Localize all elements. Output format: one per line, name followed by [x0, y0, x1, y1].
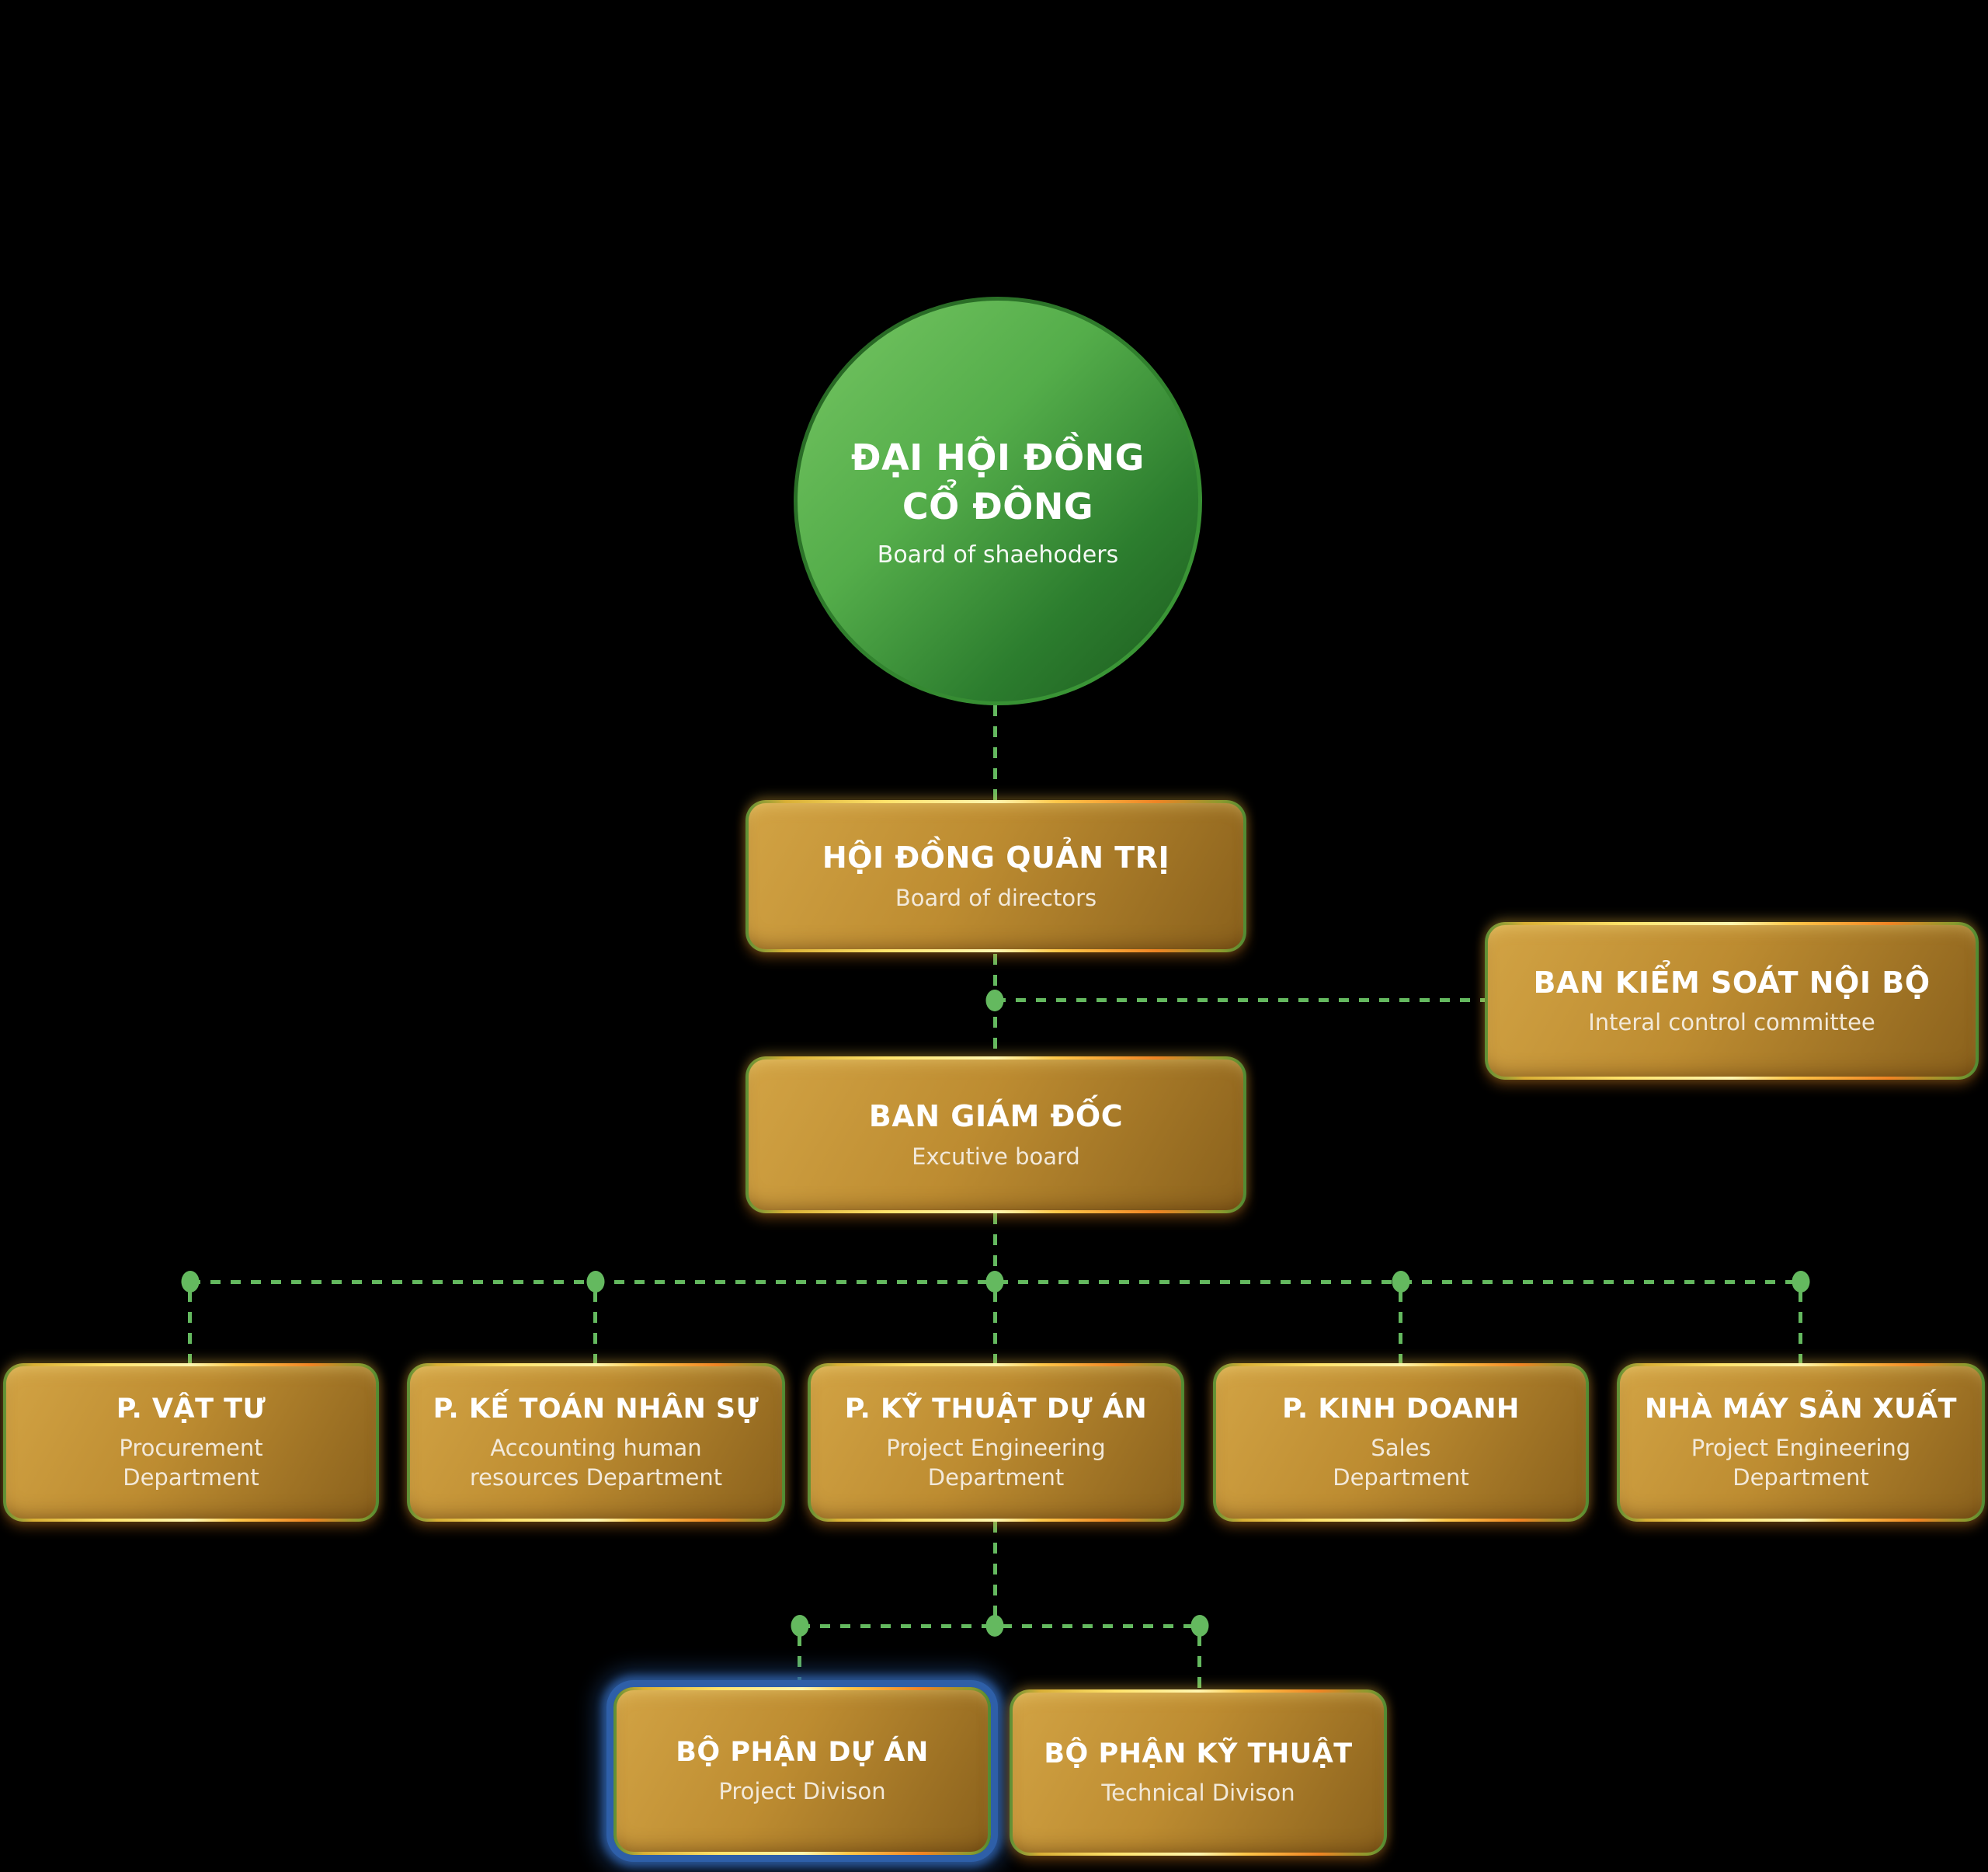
junction-dot: [791, 1615, 809, 1637]
node-title: P. VẬT TƯ: [116, 1393, 266, 1425]
node-subtitle: Procurement Department: [119, 1434, 263, 1491]
node-title: BAN KIỂM SOÁT NỘI BỘ: [1533, 965, 1931, 1000]
node-title: P. KẾ TOÁN NHÂN SỰ: [433, 1393, 759, 1425]
node-factory: NHÀ MÁY SẢN XUẤT Project Engineering Dep…: [1617, 1363, 1985, 1522]
node-subtitle: Project Engineering Department: [886, 1434, 1106, 1491]
node-technical-division: BỘ PHẬN KỸ THUẬT Technical Divison: [1010, 1689, 1387, 1856]
node-shareholders-circle: ĐẠI HỘI ĐỒNG CỔ ĐÔNG Board of shaehoders: [794, 297, 1202, 705]
node-subtitle: Technical Divison: [1101, 1779, 1295, 1806]
connector-kythuat-to-branch2: [993, 1522, 997, 1624]
node-title-line1: ĐẠI HỘI ĐỒNG: [851, 437, 1145, 479]
node-core: BỘ PHẬN DỰ ÁN Project Divison: [617, 1690, 988, 1852]
node-project-engineering-department: P. KỸ THUẬT DỰ ÁN Project Engineering De…: [808, 1363, 1184, 1522]
junction-dot: [1190, 1615, 1209, 1637]
node-core: BỘ PHẬN KỸ THUẬT Technical Divison: [1013, 1693, 1384, 1853]
node-executive-board: BAN GIÁM ĐỐC Excutive board: [746, 1056, 1246, 1213]
connector-to-internal-control: [996, 998, 1485, 1002]
node-title: P. KINH DOANH: [1282, 1393, 1520, 1425]
connector-branch-to-kinhdoanh: [1399, 1291, 1402, 1363]
node-core: P. KỸ THUẬT DỰ ÁN Project Engineering De…: [811, 1366, 1181, 1519]
node-core: P. KINH DOANH Sales Department: [1216, 1366, 1586, 1519]
node-shareholders-core: ĐẠI HỘI ĐỒNG CỔ ĐÔNG Board of shaehoders: [798, 301, 1198, 701]
node-procurement-department: P. VẬT TƯ Procurement Department: [3, 1363, 379, 1522]
connector-branch2-to-bpkythuat: [1197, 1635, 1201, 1689]
connector-branch-to-ketoan: [593, 1291, 597, 1363]
node-core: NHÀ MÁY SẢN XUẤT Project Engineering Dep…: [1620, 1366, 1982, 1519]
node-title: P. KỸ THUẬT DỰ ÁN: [844, 1393, 1148, 1425]
node-subtitle: Sales Department: [1333, 1434, 1469, 1491]
connector-branch-to-vattu: [188, 1291, 192, 1363]
connector-branch-to-kythuat: [993, 1291, 997, 1363]
junction-dot: [985, 1271, 1004, 1293]
junction-dot: [181, 1271, 200, 1293]
node-core: BAN KIỂM SOÁT NỘI BỘ Interal control com…: [1488, 925, 1976, 1077]
node-subtitle: Interal control committee: [1588, 1009, 1875, 1036]
junction-dot: [985, 990, 1004, 1011]
node-title: HỘI ĐỒNG QUẢN TRỊ: [822, 840, 1170, 875]
node-accounting-hr-department: P. KẾ TOÁN NHÂN SỰ Accounting human reso…: [407, 1363, 785, 1522]
node-title: BỘ PHẬN DỰ ÁN: [676, 1736, 929, 1768]
connector-branch-to-nhamay: [1799, 1291, 1802, 1363]
connector-bgd-to-branch: [993, 1213, 997, 1282]
node-title: NHÀ MÁY SẢN XUẤT: [1644, 1393, 1958, 1425]
node-project-division-selected: BỘ PHẬN DỰ ÁN Project Divison: [613, 1687, 991, 1855]
junction-dot: [985, 1615, 1004, 1637]
node-subtitle: Accounting human resources Department: [469, 1434, 723, 1491]
node-core: BAN GIÁM ĐỐC Excutive board: [749, 1060, 1243, 1210]
node-core: HỘI ĐỒNG QUẢN TRỊ Board of directors: [749, 803, 1243, 949]
node-board-of-directors: HỘI ĐỒNG QUẢN TRỊ Board of directors: [746, 800, 1246, 952]
connector-circle-to-hdqt: [993, 705, 997, 800]
node-subtitle: Excutive board: [912, 1143, 1080, 1170]
node-title: ĐẠI HỘI ĐỒNG CỔ ĐÔNG: [851, 433, 1145, 530]
node-subtitle: Board of shaehoders: [877, 541, 1119, 569]
node-sales-department: P. KINH DOANH Sales Department: [1213, 1363, 1589, 1522]
connector-branch2-to-duan: [798, 1635, 801, 1687]
node-title-line2: CỔ ĐÔNG: [902, 485, 1094, 527]
node-core: P. KẾ TOÁN NHÂN SỰ Accounting human reso…: [410, 1366, 782, 1519]
junction-dot: [1792, 1271, 1810, 1293]
node-subtitle: Project Engineering Department: [1691, 1434, 1911, 1491]
junction-dot: [1392, 1271, 1410, 1293]
node-core: P. VẬT TƯ Procurement Department: [6, 1366, 376, 1519]
node-title: BAN GIÁM ĐỐC: [868, 1099, 1124, 1134]
node-title: BỘ PHẬN KỸ THUẬT: [1044, 1738, 1353, 1769]
junction-dot: [586, 1271, 605, 1293]
node-subtitle: Board of directors: [895, 884, 1097, 911]
node-subtitle: Project Divison: [718, 1777, 886, 1804]
node-internal-control-committee: BAN KIỂM SOÁT NỘI BỘ Interal control com…: [1485, 922, 1979, 1080]
